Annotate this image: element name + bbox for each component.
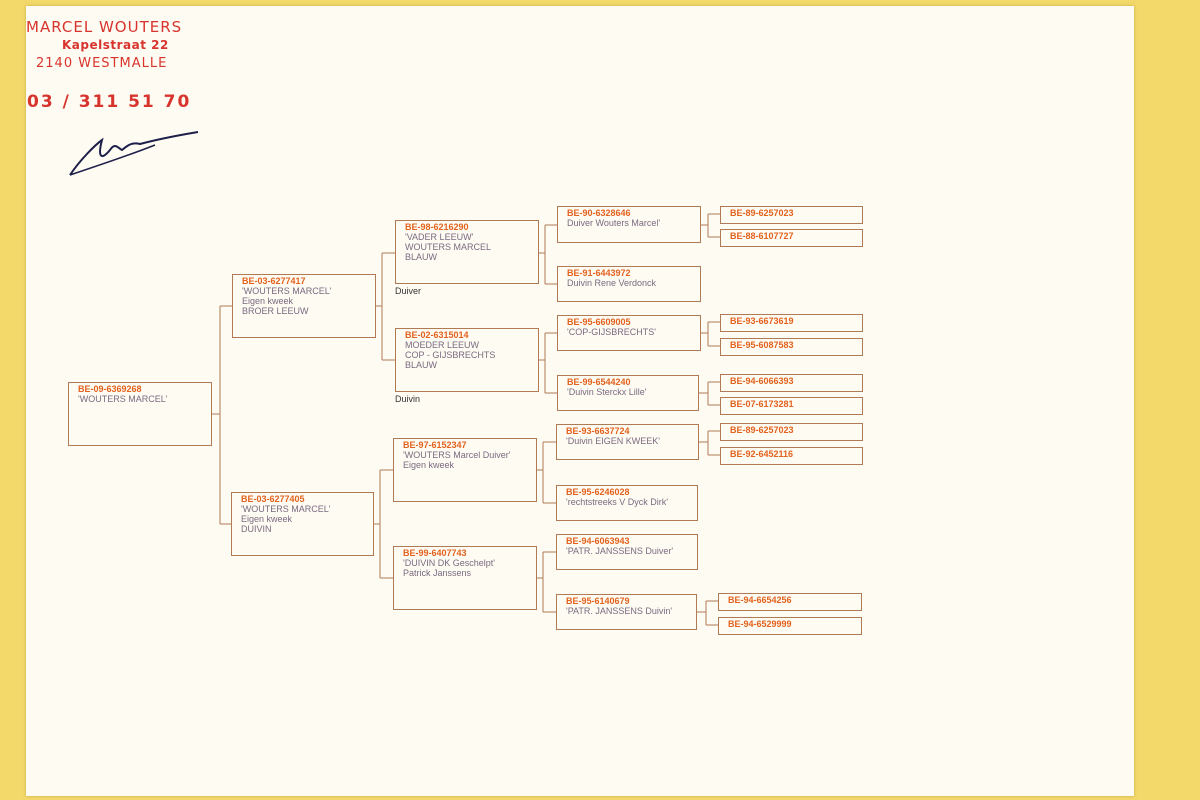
ring-number: BE-03-6277417 [242, 276, 306, 286]
pedigree-subject: BE-09-6369268 'WOUTERS MARCEL' [68, 382, 212, 446]
owner-city-stamp: 2140 WESTMALLE [36, 56, 168, 71]
pedigree-g4-3: BE-93-6673619 [720, 314, 863, 332]
mother-line-1: 'WOUTERS MARCEL' [241, 504, 331, 514]
fm-line-1: MOEDER LEEUW [405, 340, 480, 350]
ring-number: BE-03-6277405 [241, 494, 305, 504]
ring-number: BE-94-6066393 [730, 376, 794, 386]
pedigree-mfm: BE-95-6246028 'rechtstreeks V Dyck Dirk' [556, 485, 698, 521]
pedigree-fff: BE-90-6328646 Duiver Wouters Marcel' [557, 206, 701, 243]
ring-number: BE-91-6443972 [567, 268, 631, 278]
pedigree-fmm: BE-99-6544240 'Duivin Sterckx Lille' [557, 375, 699, 411]
fff-line-1: Duiver Wouters Marcel' [567, 218, 661, 228]
ring-number: BE-02-6315014 [405, 330, 469, 340]
ring-number: BE-98-6216290 [405, 222, 469, 232]
pedigree-ffm: BE-91-6443972 Duivin Rene Verdonck [557, 266, 701, 302]
ring-number: BE-95-6087583 [730, 340, 794, 350]
pedigree-fmf: BE-95-6609005 'COP-GIJSBRECHTS' [557, 315, 701, 351]
ring-number: BE-94-6654256 [728, 595, 792, 605]
pedigree-father-father: BE-98-6216290 'VADER LEEUW' WOUTERS MARC… [395, 220, 539, 284]
ring-number: BE-09-6369268 [78, 384, 142, 394]
pedigree-father: BE-03-6277417 'WOUTERS MARCEL' Eigen kwe… [232, 274, 376, 338]
mf-line-2: Eigen kweek [403, 460, 455, 470]
mother-line-3: DUIVIN [241, 524, 272, 534]
ring-number: BE-89-6257023 [730, 425, 794, 435]
pedigree-g4-5: BE-94-6066393 [720, 374, 863, 392]
pedigree-g4-8: BE-92-6452116 [720, 447, 863, 465]
owner-street-stamp: Kapelstraat 22 [62, 38, 169, 52]
owner-phone-stamp: 03 / 311 51 70 [27, 92, 192, 112]
mmf-line-1: 'PATR. JANSSENS Duiver' [566, 546, 674, 556]
pedigree-g4-9: BE-94-6654256 [718, 593, 862, 611]
pedigree-g4-1: BE-89-6257023 [720, 206, 863, 224]
ring-number: BE-99-6407743 [403, 548, 467, 558]
pedigree-mmm: BE-95-6140679 'PATR. JANSSENS Duivin' [556, 594, 697, 630]
ring-number: BE-97-6152347 [403, 440, 467, 450]
pedigree-g4-7: BE-89-6257023 [720, 423, 863, 441]
ff-line-3: BLAUW [405, 252, 438, 262]
father-line-2: Eigen kweek [242, 296, 294, 306]
ring-number: BE-90-6328646 [567, 208, 631, 218]
owner-name-stamp: MARCEL WOUTERS [26, 18, 183, 36]
ffm-line-1: Duivin Rene Verdonck [567, 278, 657, 288]
pedigree-sheet [26, 6, 1134, 796]
pedigree-g4-4: BE-95-6087583 [720, 338, 863, 356]
mother-line-2: Eigen kweek [241, 514, 293, 524]
mm-line-2: Patrick Janssens [403, 568, 472, 578]
fm-line-3: BLAUW [405, 360, 438, 370]
mm-line-1: 'DUIVIN DK Geschelpt' [403, 558, 495, 568]
pedigree-mmf: BE-94-6063943 'PATR. JANSSENS Duiver' [556, 534, 698, 570]
ring-number: BE-89-6257023 [730, 208, 794, 218]
fmm-line-1: 'Duivin Sterckx Lille' [567, 387, 647, 397]
fmf-line-1: 'COP-GIJSBRECHTS' [567, 327, 656, 337]
mmm-line-1: 'PATR. JANSSENS Duivin' [566, 606, 673, 616]
ring-number: BE-93-6673619 [730, 316, 794, 326]
pedigree-father-mother: BE-02-6315014 MOEDER LEEUW COP - GIJSBRE… [395, 328, 539, 392]
mf-line-1: 'WOUTERS Marcel Duiver' [403, 450, 511, 460]
ff-line-1: 'VADER LEEUW' [405, 232, 474, 242]
ring-number: BE-95-6140679 [566, 596, 630, 606]
pedigree-mff: BE-93-6637724 'Duivin EIGEN KWEEK' [556, 424, 699, 460]
pedigree-g4-2: BE-88-6107727 [720, 229, 863, 247]
ff-line-2: WOUTERS MARCEL [405, 242, 492, 252]
pedigree-mother: BE-03-6277405 'WOUTERS MARCEL' Eigen kwe… [231, 492, 374, 556]
ring-number: BE-92-6452116 [730, 449, 794, 459]
ring-number: BE-95-6246028 [566, 487, 630, 497]
mfm-line-1: 'rechtstreeks V Dyck Dirk' [566, 497, 668, 507]
ring-number: BE-99-6544240 [567, 377, 631, 387]
ring-number: BE-95-6609005 [567, 317, 631, 327]
father-line-1: 'WOUTERS MARCEL' [242, 286, 332, 296]
fm-line-2: COP - GIJSBRECHTS [405, 350, 496, 360]
pedigree-mother-mother: BE-99-6407743 'DUIVIN DK Geschelpt' Patr… [393, 546, 537, 610]
handwritten-signature [69, 131, 199, 176]
pedigree-g4-10: BE-94-6529999 [718, 617, 862, 635]
ring-number: BE-94-6529999 [728, 619, 792, 629]
ring-number: BE-07-6173281 [730, 399, 794, 409]
ring-number: BE-88-6107727 [730, 231, 794, 241]
mff-line-1: 'Duivin EIGEN KWEEK' [566, 436, 660, 446]
ring-number: BE-93-6637724 [566, 426, 630, 436]
subject-line-1: 'WOUTERS MARCEL' [78, 394, 168, 404]
label-duivin: Duivin [395, 394, 421, 404]
label-duiver: Duiver [395, 286, 422, 296]
father-line-3: BROER LEEUW [242, 306, 309, 316]
ring-number: BE-94-6063943 [566, 536, 630, 546]
pedigree-mother-father: BE-97-6152347 'WOUTERS Marcel Duiver' Ei… [393, 438, 537, 502]
pedigree-g4-6: BE-07-6173281 [720, 397, 863, 415]
